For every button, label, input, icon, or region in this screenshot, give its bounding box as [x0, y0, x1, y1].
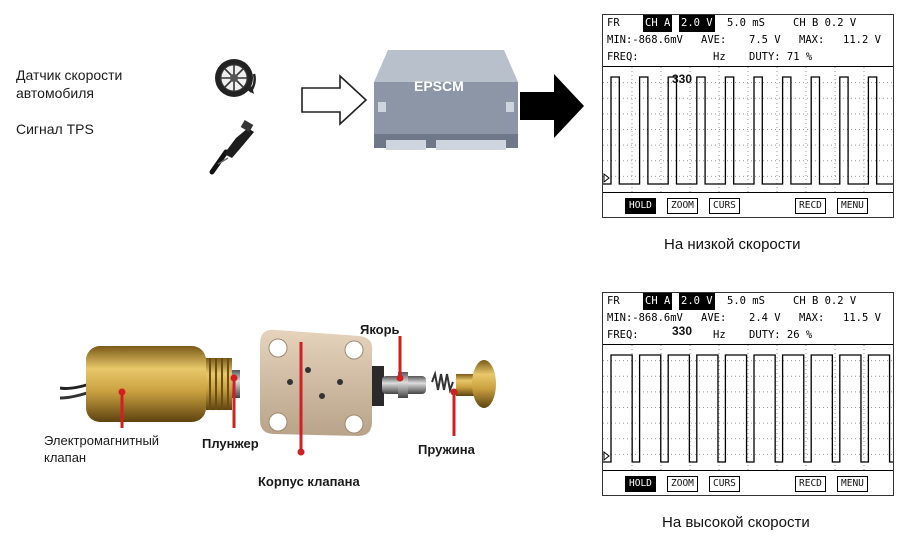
zoom-button[interactable]: ZOOM	[667, 476, 698, 492]
freq-label: FREQ:	[607, 51, 639, 63]
fr-label: FR	[607, 17, 620, 29]
valve-exploded-view	[60, 329, 496, 436]
pwm-signal-trace	[603, 76, 897, 185]
max-value: 11.5 V	[843, 312, 881, 324]
scope-header-row: FR CH A 2.0 V 5.0 mS CH B 0.2 V	[603, 15, 893, 32]
time-base: 5.0 mS	[727, 17, 765, 29]
curs-button[interactable]: CURS	[709, 198, 740, 214]
zoom-button[interactable]: ZOOM	[667, 198, 698, 214]
ground-marker	[603, 172, 610, 184]
min-value: MIN:-868.6mV	[607, 34, 683, 46]
speed-sensor-label: Датчик скорости автомобиля	[16, 67, 123, 101]
freq-unit: Hz	[713, 51, 726, 63]
channel-a-volt: 2.0 V	[679, 293, 715, 310]
duty-value: DUTY: 71 %	[749, 51, 813, 63]
scope-low-speed: FR CH A 2.0 V 5.0 mS CH B 0.2 V MIN:-868…	[602, 14, 897, 218]
ave-value: 7.5 V	[749, 34, 781, 46]
ave-value: 2.4 V	[749, 312, 781, 324]
waveform-graph	[603, 345, 897, 470]
ground-marker	[603, 450, 610, 462]
input-arrow-icon	[301, 74, 368, 126]
channel-a-volt: 2.0 V	[679, 15, 715, 32]
plunger-label: Плунжер	[202, 436, 259, 451]
time-base: 5.0 mS	[727, 295, 765, 307]
recd-button[interactable]: RECD	[795, 198, 826, 214]
spring-part	[431, 370, 454, 394]
ave-label: AVE:	[701, 34, 727, 46]
throttle-sensor-icon	[209, 120, 254, 175]
scope-freq-row: FREQ: Hz DUTY: 71 %	[603, 49, 893, 66]
valve-body-part	[260, 329, 373, 436]
ecu-label: EPSCM	[414, 78, 464, 94]
min-value: MIN:-868.6mV	[607, 312, 683, 324]
wheel-icon	[215, 59, 256, 97]
solenoid-part	[86, 346, 206, 422]
scope-waveform	[603, 344, 897, 471]
scope-waveform	[603, 66, 897, 193]
freq-unit: Hz	[713, 329, 726, 341]
tps-signal-label: Сигнал TPS	[16, 121, 94, 137]
low-speed-caption: На низкой скорости	[664, 236, 801, 253]
menu-button[interactable]: MENU	[837, 198, 868, 214]
solenoid-label: Электромагнитный клапан	[44, 433, 160, 465]
pwm-signal-trace	[603, 354, 897, 463]
end-cap-part	[472, 360, 496, 408]
channel-b-label: CH B 0.2 V	[793, 17, 857, 29]
recd-button[interactable]: RECD	[795, 476, 826, 492]
duty-value: DUTY: 26 %	[749, 329, 813, 341]
spring-label: Пружина	[418, 442, 475, 457]
freq-label: FREQ:	[607, 329, 639, 341]
waveform-graph	[603, 67, 897, 192]
scope-freq-row: FREQ: Hz DUTY: 26 %	[603, 327, 893, 344]
scope-stats-row: MIN:-868.6mV AVE: 7.5 V MAX: 11.2 V	[603, 32, 893, 49]
output-arrow-icon	[520, 74, 584, 138]
freq-reading: 330	[672, 72, 693, 86]
valve-body-label: Корпус клапана	[258, 474, 360, 489]
scope-button-bar: HOLD ZOOM CURS RECD MENU	[603, 193, 893, 217]
channel-a-label: CH A	[643, 293, 673, 310]
scope-header-row: FR CH A 2.0 V 5.0 mS CH B 0.2 V	[603, 293, 893, 310]
fr-label: FR	[607, 295, 620, 307]
high-speed-caption: На высокой скорости	[662, 514, 810, 531]
freq-reading: 330	[672, 324, 693, 338]
ecu-module-icon	[374, 50, 518, 150]
channel-b-label: CH B 0.2 V	[793, 295, 857, 307]
ave-label: AVE:	[701, 312, 727, 324]
hold-button[interactable]: HOLD	[625, 198, 656, 214]
menu-button[interactable]: MENU	[837, 476, 868, 492]
armature-label: Якорь	[360, 322, 400, 337]
max-label: MAX:	[799, 34, 825, 46]
max-value: 11.2 V	[843, 34, 881, 46]
scope-high-speed: FR CH A 2.0 V 5.0 mS CH B 0.2 V MIN:-868…	[602, 292, 897, 496]
scope-button-bar: HOLD ZOOM CURS RECD MENU	[603, 471, 893, 495]
scope-stats-row: MIN:-868.6mV AVE: 2.4 V MAX: 11.5 V	[603, 310, 893, 327]
hold-button[interactable]: HOLD	[625, 476, 656, 492]
curs-button[interactable]: CURS	[709, 476, 740, 492]
channel-a-label: CH A	[643, 15, 673, 32]
max-label: MAX:	[799, 312, 825, 324]
